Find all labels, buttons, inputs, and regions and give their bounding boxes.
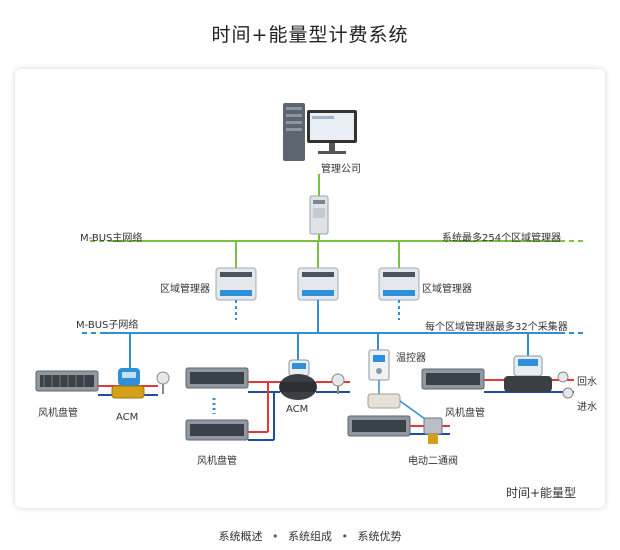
fan-coil-label-1: 风机盘管 (38, 408, 78, 419)
fan-coil-label-2: 风机盘管 (197, 456, 237, 467)
acm-label-1: ACM (116, 412, 139, 423)
zone-manager-label-2: 区域管理器 (422, 284, 472, 295)
server-icon (283, 103, 305, 161)
fan-coil-icon-2 (185, 367, 249, 389)
acm-label-2: ACM (286, 404, 309, 415)
page-title: 时间+能量型计费系统 (211, 24, 409, 46)
controller-module-icon (367, 393, 401, 409)
sub-bus-note: 每个区域管理器最多32个采集器 (425, 322, 568, 333)
management-company-label: 管理公司 (321, 164, 361, 175)
temperature-sensor-icon-1 (156, 371, 170, 394)
nav-separator: • (341, 530, 349, 543)
zone-manager-icon-2 (297, 267, 339, 301)
main-bus-note: 系统最多254个区域管理器 (442, 233, 562, 244)
fan-coil-icon-4 (347, 415, 411, 437)
monitor-icon (307, 110, 357, 154)
zone-manager-icon-3 (378, 267, 420, 301)
fan-coil-icon-1 (35, 370, 99, 392)
mbus-sub-label: M-BUS子网络 (76, 320, 139, 331)
thermostat-icon (368, 349, 390, 381)
zone-manager-label-1: 区域管理器 (160, 284, 210, 295)
supply-water-label: 进水 (577, 402, 597, 413)
fan-coil-label-3: 风机盘管 (445, 408, 485, 419)
nav-separator: • (272, 530, 279, 543)
fan-coil-icon-5 (421, 368, 485, 390)
energy-meter-icon-3 (504, 355, 552, 392)
fan-coil-icon-3 (185, 419, 249, 441)
system-type-label: 时间+能量型 (506, 486, 577, 500)
thermostat-label: 温控器 (396, 353, 426, 364)
temperature-sensor-icon-3 (557, 371, 574, 399)
energy-meter-icon-1 (111, 368, 145, 399)
bottom-nav: 系统概述 • 系统组成 • 系统优势 (0, 528, 620, 544)
temperature-sensor-icon-2 (331, 373, 345, 394)
zone-manager-icon-1 (215, 267, 257, 301)
electric-valve-label: 电动二通阀 (408, 456, 458, 467)
nav-link-composition[interactable]: 系统组成 (288, 530, 332, 543)
nav-link-advantages[interactable]: 系统优势 (357, 530, 402, 543)
electric-valve-icon (423, 417, 443, 444)
energy-meter-icon-2 (279, 359, 317, 400)
nav-link-overview[interactable]: 系统概述 (218, 530, 263, 543)
return-water-label: 回水 (577, 377, 597, 388)
mbus-main-label: M-BUS主网络 (80, 233, 143, 244)
main-controller-icon (309, 195, 329, 235)
